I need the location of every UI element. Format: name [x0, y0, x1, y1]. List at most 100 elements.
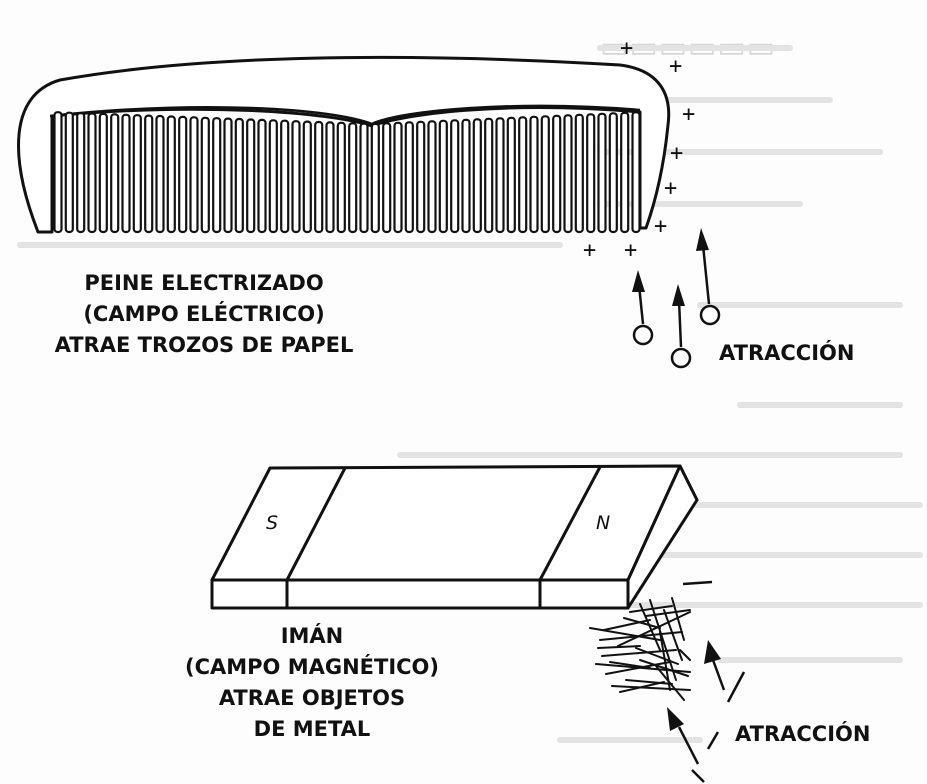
magnet-caption-line-4: DE METAL — [253, 717, 371, 741]
iron-filing — [639, 659, 689, 677]
comb-tooth — [586, 113, 596, 234]
comb-outer-outline — [17, 55, 671, 234]
comb-tooth — [529, 115, 539, 234]
positive-charge-symbol: + — [624, 238, 638, 263]
comb-tooth — [416, 120, 426, 234]
comb-tooth — [325, 121, 335, 234]
magnet-front-face — [210, 578, 630, 610]
positive-charge-symbol: + — [669, 54, 683, 79]
positive-charge-symbol: + — [682, 102, 696, 127]
comb-tooth — [450, 119, 460, 234]
magnet-caption-line-2: (CAMPO MAGNÉTICO) — [184, 655, 440, 679]
comb-tooth — [280, 119, 290, 234]
comb-tooth — [200, 116, 210, 234]
comb-tooth — [608, 112, 618, 234]
comb-tooth — [144, 114, 154, 234]
comb-tooth — [348, 122, 358, 234]
comb-tooth — [597, 112, 607, 234]
comb-tooth — [438, 119, 448, 234]
iron-filing — [629, 605, 673, 613]
iron-filing — [611, 685, 691, 691]
comb-tooth — [370, 122, 380, 234]
iron-filing — [603, 619, 651, 631]
paper-bit-middle — [670, 284, 692, 369]
magnet-attraction-label: ATRACCIÓN — [735, 722, 871, 746]
iron-filing — [617, 611, 691, 647]
iron-filing — [619, 681, 665, 693]
iron-filing — [671, 597, 685, 641]
comb-tooth — [302, 120, 312, 234]
positive-charge-symbol: + — [670, 141, 684, 166]
magnet-pole-north: N — [596, 512, 611, 534]
comb-tooth — [257, 118, 267, 234]
iron-filing — [663, 609, 683, 661]
magnet-pole-south: S — [266, 512, 279, 534]
positive-charge-symbol: + — [583, 238, 597, 263]
positive-charge-symbol: + — [620, 36, 634, 61]
comb-tooth — [393, 121, 403, 234]
iron-filing — [625, 679, 673, 685]
comb-tooth — [98, 112, 108, 234]
magnet-caption-line-1: IMÁN — [280, 624, 344, 648]
iron-filing — [597, 645, 641, 649]
paper-bit-right — [696, 228, 721, 326]
magnet-attraction-arrows — [667, 580, 746, 783]
magnet-caption-line-3: ATRAE OBJETOS — [218, 686, 406, 710]
magnet-north-divider — [538, 466, 602, 581]
positive-charge-symbol: + — [664, 176, 678, 201]
comb-tooth — [189, 116, 199, 234]
comb-tooth — [53, 111, 63, 234]
comb-tooth — [336, 121, 346, 234]
comb — [17, 55, 671, 234]
comb-tooth — [382, 122, 392, 234]
comb-tooth — [359, 122, 369, 234]
comb-tooth — [268, 119, 278, 234]
comb-teeth — [53, 111, 641, 234]
comb-tooth — [110, 113, 120, 234]
comb-tooth — [484, 117, 494, 234]
iron-filing — [645, 609, 691, 617]
paper-bits — [632, 228, 721, 369]
comb-caption: PEINE ELECTRIZADO (CAMPO ELÉCTRICO) ATRA… — [45, 268, 363, 361]
iron-filing — [605, 661, 671, 675]
iron-filing — [635, 647, 679, 665]
bar-magnet — [210, 464, 699, 610]
comb-tooth — [246, 118, 256, 234]
positive-charge-symbol: + — [654, 214, 668, 239]
comb-tooth — [574, 113, 584, 234]
comb-tooth — [495, 117, 505, 234]
comb-tooth — [234, 117, 244, 234]
comb-caption-line-2: (CAMPO ELÉCTRICO) — [83, 302, 325, 326]
paper-bit-left — [632, 270, 654, 346]
comb-caption-line-3: ATRAE TROZOS DE PAPEL — [54, 333, 354, 357]
iron-filing — [679, 649, 691, 661]
iron-filing — [659, 631, 671, 691]
comb-tooth — [620, 111, 630, 234]
comb-tooth — [291, 120, 301, 234]
comb-tooth — [563, 114, 573, 234]
comb-tooth — [121, 113, 131, 234]
iron-filing — [623, 617, 661, 629]
comb-tooth — [540, 115, 550, 234]
comb-tooth — [132, 114, 142, 234]
comb-tooth — [314, 120, 324, 234]
comb-tooth — [631, 111, 641, 234]
comb-tooth — [178, 115, 188, 234]
magnet-caption: IMÁN (CAMPO MAGNÉTICO) ATRAE OBJETOS DE … — [162, 621, 462, 745]
magnet-side-face — [626, 464, 699, 610]
iron-filing — [639, 603, 661, 651]
comb-tooth — [427, 120, 437, 234]
iron-filings — [589, 597, 691, 701]
comb-tooth — [404, 121, 414, 234]
comb-tooth — [212, 117, 222, 234]
comb-tooth — [506, 116, 516, 234]
iron-filing — [649, 599, 677, 681]
iron-filing — [589, 627, 661, 641]
comb-caption-line-1: PEINE ELECTRIZADO — [84, 271, 324, 295]
comb-tooth — [518, 116, 528, 234]
iron-filing — [609, 661, 651, 669]
comb-tooth — [87, 112, 97, 234]
comb-tooth — [64, 111, 74, 234]
